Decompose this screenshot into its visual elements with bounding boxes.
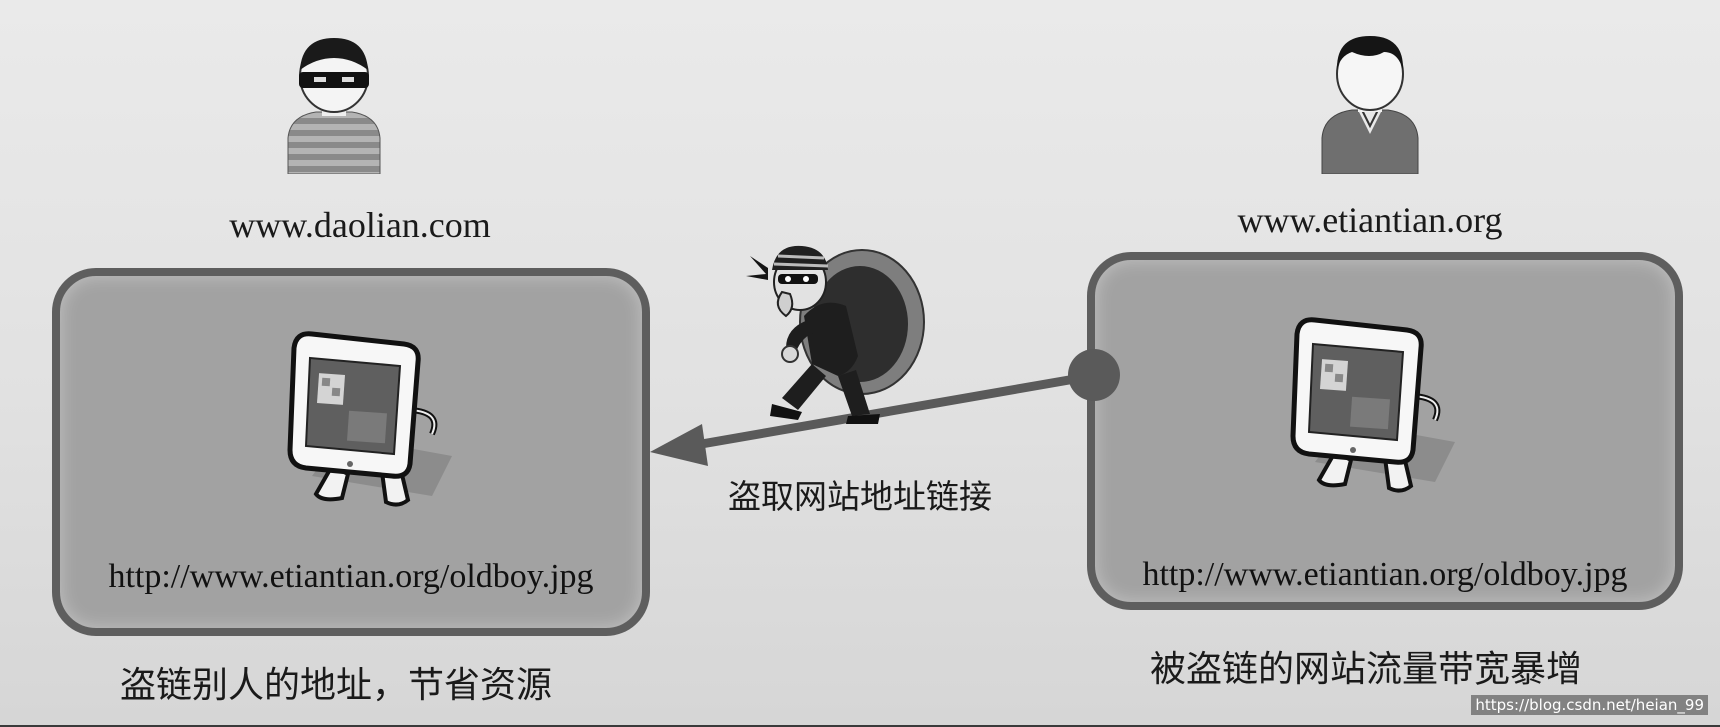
right-site-label: www.etiantian.org [1237, 200, 1503, 240]
right-site-panel: http://www.etiantian.org/oldboy.jpg [1087, 252, 1683, 610]
masked-thief-icon [282, 34, 386, 174]
computer-monitor-icon [282, 326, 462, 516]
watermark: https://blog.csdn.net/heian_99 [1471, 695, 1708, 715]
right-image-url: http://www.etiantian.org/oldboy.jpg [1142, 556, 1628, 593]
right-caption: 被盗链的网站流量带宽暴增 [1150, 649, 1583, 690]
left-image-url: http://www.etiantian.org/oldboy.jpg [108, 558, 594, 595]
arrow-label: 盗取网站地址链接 [728, 477, 992, 516]
left-site-label: www.daolian.com [229, 205, 491, 245]
left-caption: 盗链别人的地址，节省资源 [120, 665, 553, 706]
thief-with-sack-icon [742, 236, 942, 426]
left-site-panel: http://www.etiantian.org/oldboy.jpg [52, 268, 650, 636]
computer-monitor-icon [1285, 312, 1465, 502]
user-icon [1318, 30, 1422, 174]
